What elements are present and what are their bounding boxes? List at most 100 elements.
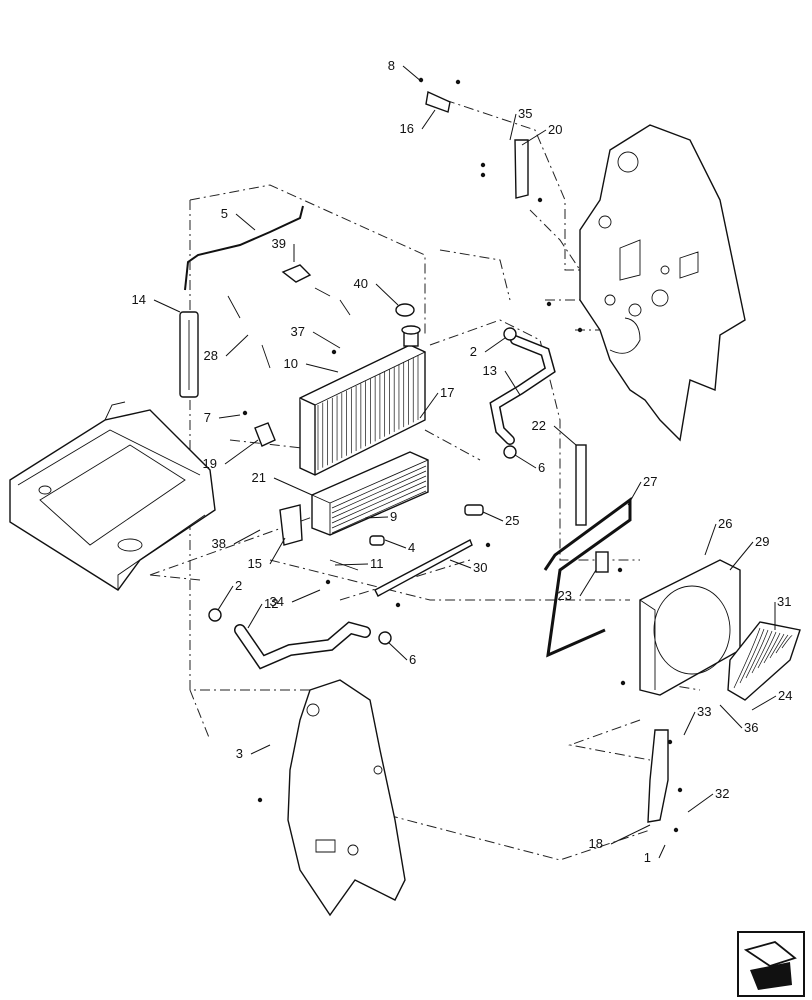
callout-number: 21 bbox=[252, 470, 266, 485]
leader-line bbox=[291, 589, 321, 603]
callout-c26: 26 bbox=[704, 516, 732, 556]
callout-c6a: 6 bbox=[514, 454, 545, 475]
leader-line bbox=[334, 563, 369, 566]
callout-c18: 18 bbox=[589, 824, 651, 851]
page-navigation-arrow-icon[interactable] bbox=[737, 931, 805, 997]
leader-line bbox=[269, 537, 286, 565]
callout-c39: 39 bbox=[272, 236, 295, 262]
leader-line bbox=[402, 65, 423, 83]
callout-number: 12 bbox=[264, 596, 278, 611]
callout-c21: 21 bbox=[252, 470, 313, 496]
callout-c5: 5 bbox=[221, 206, 256, 231]
callout-c9: 9 bbox=[364, 509, 397, 524]
leader-line bbox=[683, 711, 696, 736]
leader-line bbox=[610, 824, 651, 845]
leader-line bbox=[387, 641, 408, 661]
leader-line bbox=[273, 477, 313, 496]
leader-line bbox=[521, 129, 547, 146]
leader-line bbox=[364, 516, 389, 519]
oil-cooler bbox=[311, 451, 429, 536]
callout-number: 38 bbox=[212, 536, 226, 551]
callout-number: 32 bbox=[715, 786, 729, 801]
callout-c15: 15 bbox=[248, 537, 286, 571]
callout-number: 13 bbox=[483, 363, 497, 378]
leader-line bbox=[627, 481, 642, 506]
callout-number: 5 bbox=[221, 206, 228, 221]
leader-line bbox=[514, 454, 537, 469]
callout-c16: 16 bbox=[400, 109, 436, 136]
leader-line bbox=[704, 523, 717, 556]
callout-c35: 35 bbox=[509, 106, 532, 141]
callout-c19: 19 bbox=[203, 439, 259, 471]
callout-c8: 8 bbox=[388, 58, 423, 83]
callout-labels: 1223456678910111213141516171819202122232… bbox=[132, 58, 793, 865]
fan-shroud bbox=[639, 559, 741, 696]
clip-bracket bbox=[254, 422, 276, 447]
leader-line bbox=[719, 704, 743, 729]
callout-number: 25 bbox=[505, 513, 519, 528]
callout-c11: 11 bbox=[334, 556, 384, 571]
leader-line bbox=[509, 113, 517, 141]
callout-c33: 33 bbox=[683, 704, 711, 736]
fasteners bbox=[242, 77, 683, 833]
callout-number: 37 bbox=[291, 324, 305, 339]
callout-number: 34 bbox=[270, 594, 284, 609]
leader-line bbox=[553, 425, 577, 446]
leader-line bbox=[375, 283, 399, 306]
callout-number: 20 bbox=[548, 122, 562, 137]
callout-c2b: 2 bbox=[470, 337, 506, 359]
callout-number: 2 bbox=[235, 578, 242, 593]
lower-bracket bbox=[647, 729, 669, 823]
callout-c2a: 2 bbox=[217, 578, 242, 611]
leader-line bbox=[579, 569, 597, 597]
leader-line bbox=[484, 337, 506, 353]
callout-c30: 30 bbox=[449, 559, 487, 575]
callout-number: 30 bbox=[473, 560, 487, 575]
callout-c6b: 6 bbox=[387, 641, 416, 667]
leader-line bbox=[153, 299, 181, 313]
leader-line bbox=[419, 392, 439, 419]
callout-number: 7 bbox=[204, 410, 211, 425]
callout-number: 6 bbox=[409, 652, 416, 667]
callout-number: 8 bbox=[388, 58, 395, 73]
callout-number: 17 bbox=[440, 385, 454, 400]
callout-c12: 12 bbox=[247, 596, 278, 629]
radiator-cap bbox=[395, 303, 415, 317]
callout-number: 29 bbox=[755, 534, 769, 549]
callout-number: 14 bbox=[132, 292, 146, 307]
callout-c10: 10 bbox=[284, 356, 339, 373]
callout-c34: 34 bbox=[270, 589, 321, 609]
leader-line bbox=[504, 370, 521, 396]
leader-line bbox=[687, 793, 714, 813]
leader-line bbox=[225, 334, 249, 357]
callout-c28: 28 bbox=[204, 334, 249, 363]
clip bbox=[281, 264, 312, 283]
upper-hose bbox=[489, 335, 556, 445]
callout-number: 33 bbox=[697, 704, 711, 719]
callout-number: 26 bbox=[718, 516, 732, 531]
callout-number: 40 bbox=[354, 276, 368, 291]
callout-c23: 23 bbox=[558, 569, 597, 603]
leader-line bbox=[384, 539, 407, 549]
leader-line bbox=[250, 744, 271, 755]
leader-line bbox=[482, 511, 504, 522]
callout-number: 6 bbox=[538, 460, 545, 475]
callout-number: 35 bbox=[518, 106, 532, 121]
radiator bbox=[299, 325, 427, 476]
right-upper-panel bbox=[579, 124, 746, 442]
callout-c24: 24 bbox=[751, 688, 792, 711]
callout-c20: 20 bbox=[521, 122, 562, 146]
callout-c1: 1 bbox=[644, 844, 666, 865]
callout-c29: 29 bbox=[729, 534, 769, 571]
callout-number: 9 bbox=[390, 509, 397, 524]
callout-number: 36 bbox=[744, 720, 758, 735]
callout-c17: 17 bbox=[419, 385, 454, 419]
callout-number: 11 bbox=[370, 556, 384, 571]
callout-number: 10 bbox=[284, 356, 298, 371]
callout-number: 24 bbox=[778, 688, 792, 703]
springs bbox=[227, 287, 351, 369]
callout-c40: 40 bbox=[354, 276, 399, 306]
callout-c37: 37 bbox=[291, 324, 341, 349]
callout-c4: 4 bbox=[384, 539, 415, 555]
